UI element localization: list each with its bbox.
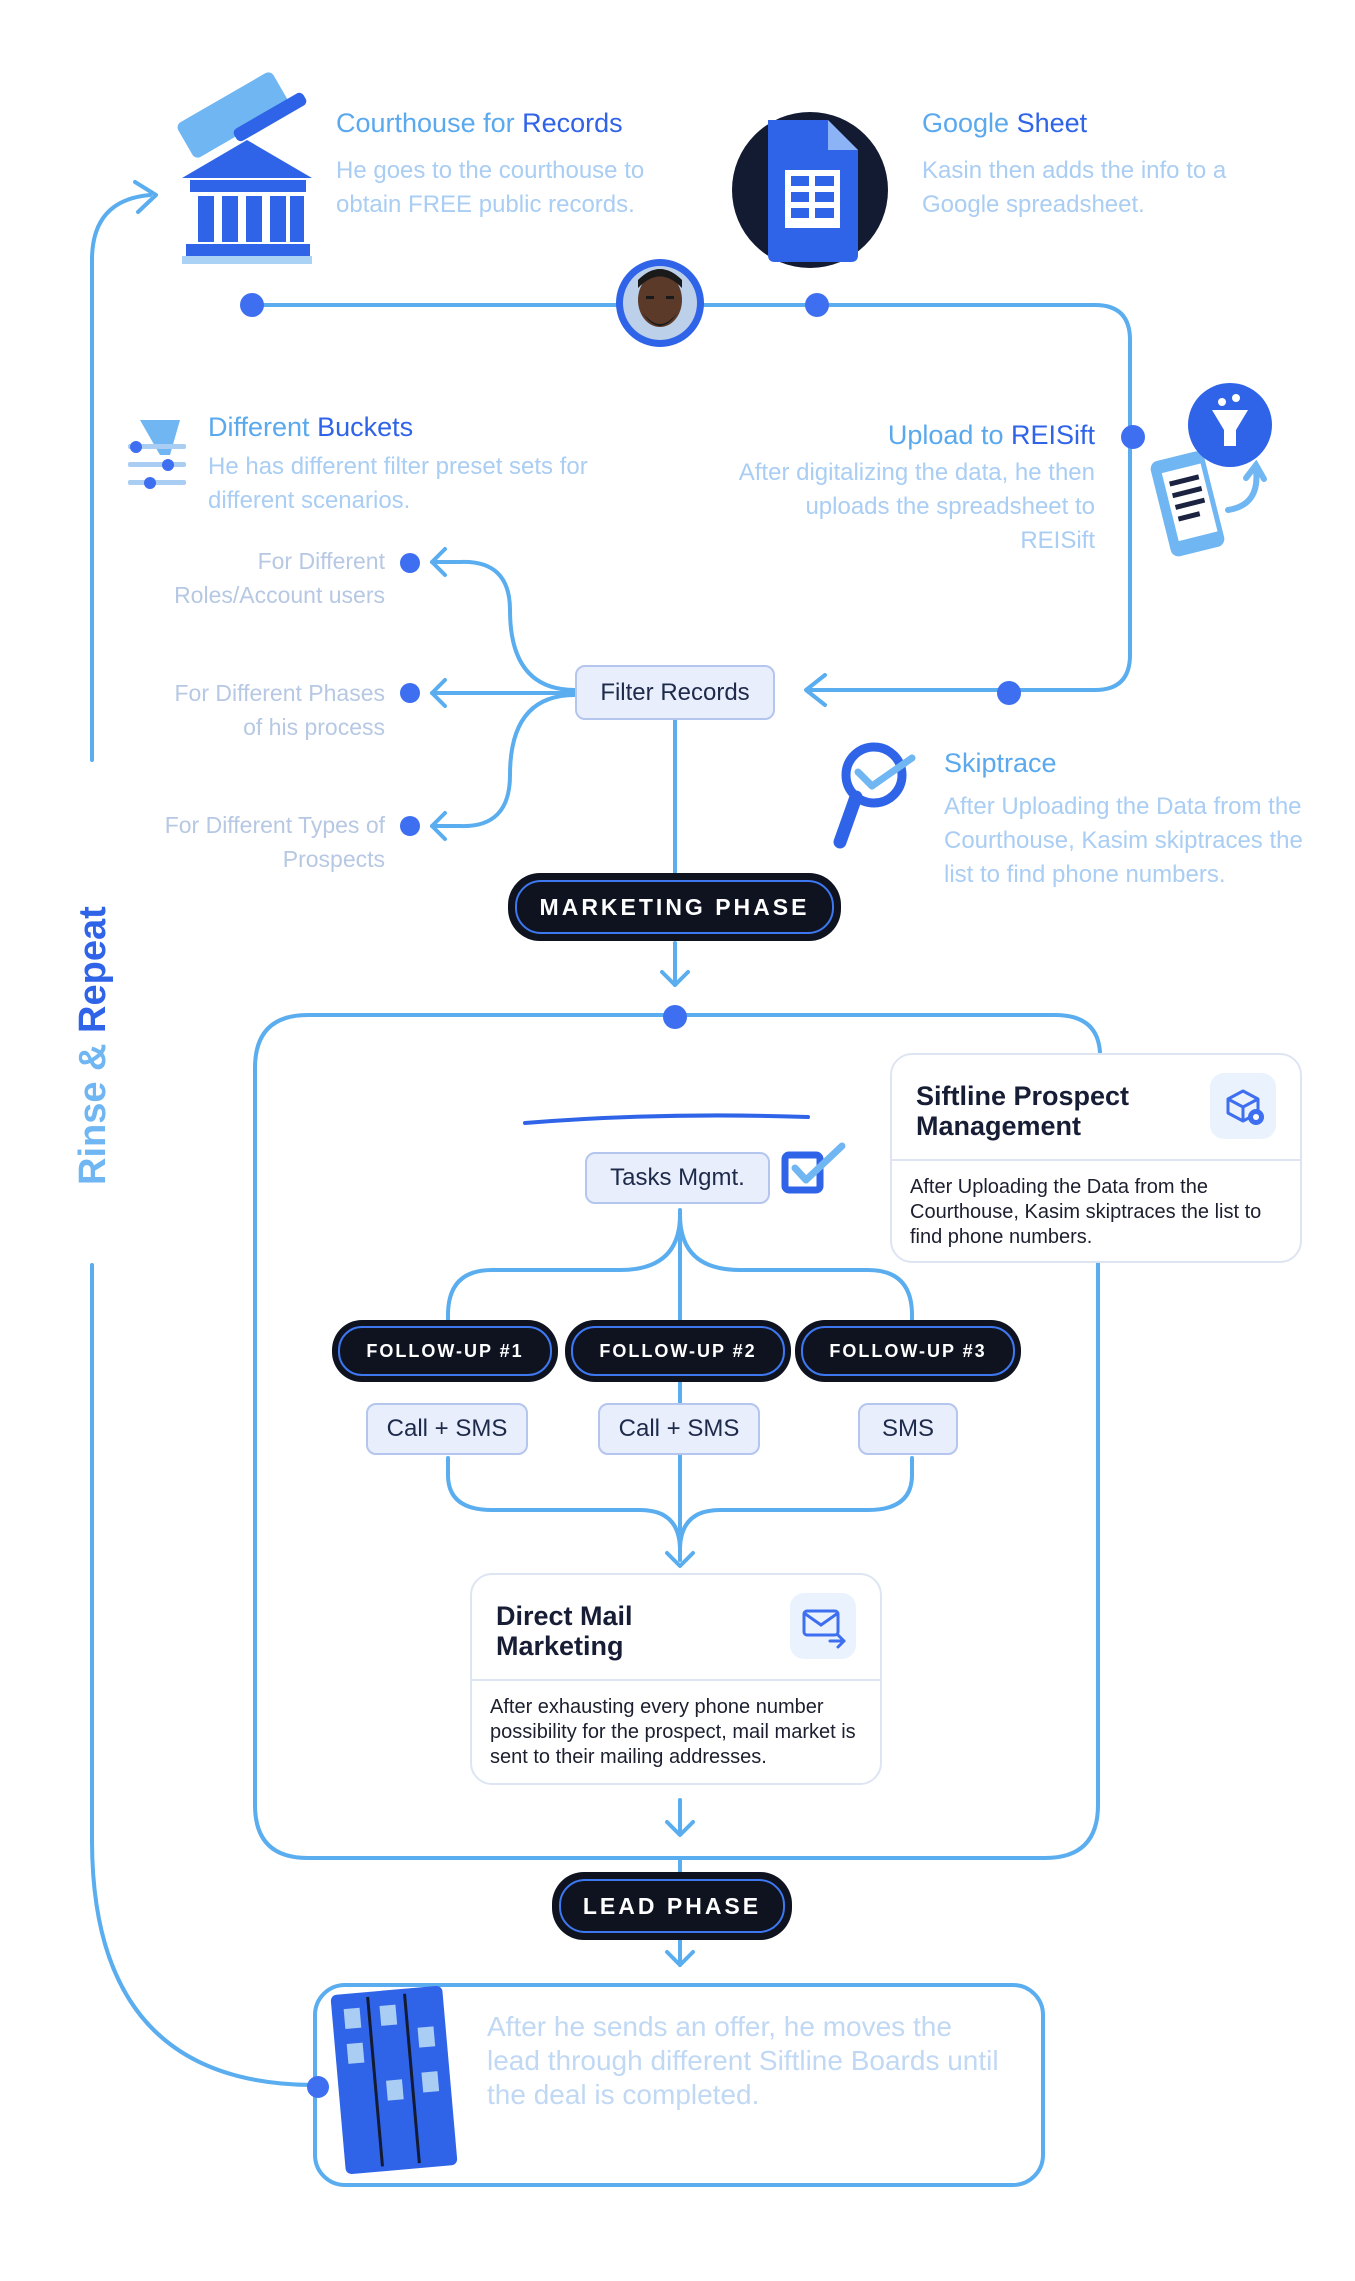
tasks-mgmt-node[interactable]: Tasks Mgmt. bbox=[585, 1152, 770, 1204]
magnifier-icon bbox=[833, 742, 916, 849]
mail-send-icon bbox=[790, 1593, 856, 1659]
skiptrace-desc: After Uploading the Data from the Courth… bbox=[944, 793, 1303, 888]
follow-up-1-badge: FOLLOW-UP #1 bbox=[332, 1320, 558, 1382]
siftline-prospect-card: Siftline Prospect Management After Uploa… bbox=[890, 1053, 1302, 1263]
google-sheet-title: Google Sheet bbox=[922, 108, 1088, 138]
kanban-board-icon bbox=[330, 1985, 458, 2175]
direct-mail-body: After exhausting every phone number poss… bbox=[490, 1696, 856, 1768]
follow-up-1-channel[interactable]: Call + SMS bbox=[366, 1403, 528, 1455]
filter-target-roles: For Different Roles/Account users bbox=[174, 548, 385, 608]
google-sheet-icon bbox=[732, 112, 888, 268]
rinse-loop-bottom bbox=[90, 1263, 317, 2087]
follow-up-3-badge: FOLLOW-UP #3 bbox=[795, 1320, 1021, 1382]
avatar bbox=[616, 259, 704, 347]
reisift-upload-icon bbox=[1150, 383, 1272, 557]
filter-target-prospects: For Different Types of Prospects bbox=[164, 812, 385, 872]
top-connector bbox=[250, 303, 1132, 692]
skiptrace-title: Skiptrace bbox=[944, 748, 1057, 778]
branch-prospects bbox=[430, 693, 577, 829]
lead-desc: After he sends an offer, he moves the le… bbox=[487, 2011, 999, 2110]
package-icon bbox=[1210, 1073, 1276, 1139]
funnel-icon bbox=[128, 420, 186, 489]
buckets-desc: He has different filter preset sets for … bbox=[208, 453, 588, 514]
filter-target-phases: For Different Phases of his process bbox=[174, 680, 385, 740]
google-sheet-desc: Kasin then adds the info to a Google spr… bbox=[922, 157, 1227, 218]
checkbox-icon bbox=[781, 1142, 846, 1194]
direct-mail-card: Direct Mail Marketing After exhausting e… bbox=[470, 1573, 882, 1785]
marketing-phase-badge: MARKETING PHASE bbox=[508, 873, 841, 941]
upload-desc: After digitalizing the data, he then upl… bbox=[738, 459, 1095, 554]
filter-records-node[interactable]: Filter Records bbox=[575, 665, 775, 720]
siftline-card-body: After Uploading the Data from the Courth… bbox=[910, 1176, 1262, 1248]
direct-mail-title: Direct Mail Marketing bbox=[496, 1601, 633, 1661]
follow-up-2-channel[interactable]: Call + SMS bbox=[598, 1403, 760, 1455]
follow-up-2-badge: FOLLOW-UP #2 bbox=[565, 1320, 791, 1382]
rinse-repeat-label: Rinse & Repeat bbox=[72, 906, 114, 1185]
courthouse-icon bbox=[177, 72, 312, 264]
courthouse-desc: He goes to the courthouse to obtain FREE… bbox=[336, 157, 645, 218]
buckets-title: Different Buckets bbox=[208, 412, 414, 442]
siftline-card-title: Siftline Prospect Management bbox=[916, 1081, 1130, 1141]
upload-title: Upload to REISift bbox=[887, 420, 1095, 450]
follow-up-3-channel[interactable]: SMS bbox=[858, 1403, 958, 1455]
branch-roles bbox=[430, 559, 577, 692]
lead-phase-badge: LEAD PHASE bbox=[552, 1872, 792, 1940]
rinse-loop-top bbox=[90, 193, 152, 762]
courthouse-title: Courthouse for Records bbox=[336, 108, 623, 138]
marketing-box bbox=[253, 1013, 1102, 1860]
